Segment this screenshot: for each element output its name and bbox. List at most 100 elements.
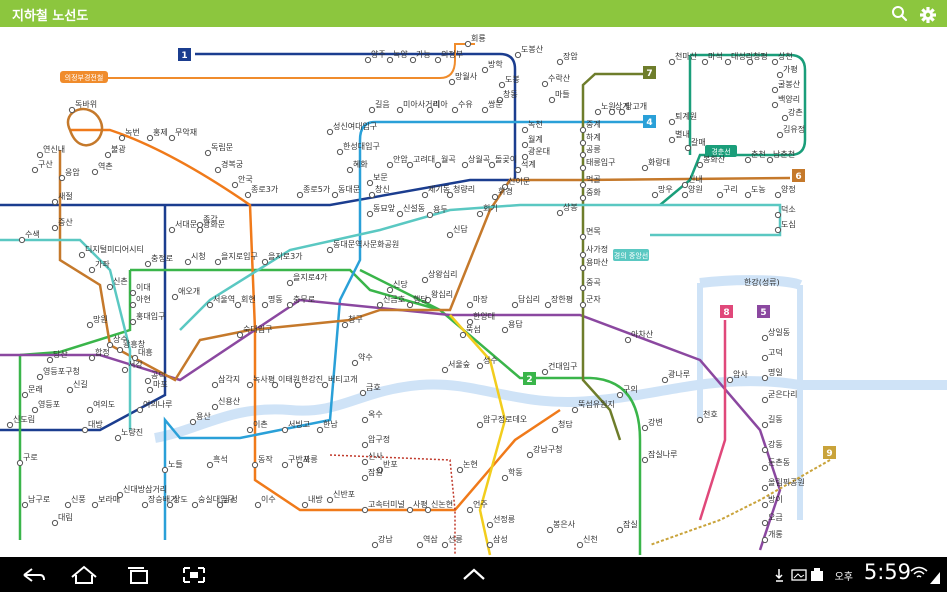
station-dot[interactable]: [36, 151, 44, 159]
station-ssangmun[interactable]: 쌍문: [481, 99, 503, 114]
station-dot[interactable]: [386, 56, 394, 64]
station-dot[interactable]: [776, 131, 784, 139]
station-dot[interactable]: [541, 80, 549, 88]
station-saejeol[interactable]: 새절: [51, 192, 73, 206]
station-changsin[interactable]: 창신: [368, 185, 390, 199]
station-dot[interactable]: [321, 381, 329, 389]
screenshot-button[interactable]: [176, 562, 212, 588]
station-sinimun[interactable]: 신이문: [501, 176, 530, 191]
station-galmae[interactable]: 갈매: [684, 138, 706, 152]
station-korea[interactable]: 고려대: [406, 154, 435, 169]
station-mangwolsa[interactable]: 망월사: [448, 71, 478, 86]
station-anam[interactable]: 안암: [386, 154, 408, 169]
station-yangju[interactable]: 양주: [364, 50, 386, 64]
station-ttukseomyuwonji[interactable]: 뚝섬유원지: [571, 399, 615, 414]
station-sinyongsan[interactable]: 신용산: [211, 396, 241, 411]
station-hwarangdae[interactable]: 화랑대: [641, 157, 670, 172]
station-cheonmasan[interactable]: 천마산: [668, 51, 698, 66]
station-dot[interactable]: [189, 418, 197, 426]
station-gireum[interactable]: 길음: [368, 100, 390, 114]
station-dot[interactable]: [571, 406, 579, 414]
station-mangu[interactable]: 망우: [651, 184, 673, 199]
station-dot[interactable]: [476, 210, 484, 218]
station-ahyeon[interactable]: 아현: [129, 294, 151, 309]
station-gildong[interactable]: 길동: [761, 415, 783, 429]
station-dot[interactable]: [121, 366, 129, 374]
back-button[interactable]: [14, 562, 50, 588]
station-dot[interactable]: [579, 194, 587, 202]
station-samgakji[interactable]: 삼각지: [211, 374, 240, 389]
station-dot[interactable]: [361, 416, 369, 424]
station-dongjak[interactable]: 동작: [251, 454, 273, 469]
station-nowon[interactable]: 노원: [594, 102, 616, 116]
station-heukseok[interactable]: 흑석: [206, 454, 228, 469]
station-dot[interactable]: [236, 331, 244, 339]
station-junggye[interactable]: 중계: [579, 119, 601, 134]
station-dot[interactable]: [761, 334, 769, 342]
station-sindang[interactable]: 신당: [386, 279, 408, 294]
station-dot[interactable]: [141, 501, 149, 509]
station-danggogae[interactable]: 당고개: [618, 101, 647, 116]
station-sindaebang[interactable]: 신대방삼거리: [116, 484, 167, 499]
station-yongdap[interactable]: 용답: [501, 319, 523, 334]
station-dot[interactable]: [486, 521, 494, 529]
station-sinnonhyeon[interactable]: 신논현: [424, 500, 453, 514]
station-dot[interactable]: [481, 66, 489, 74]
station-mullae[interactable]: 문래: [21, 385, 43, 399]
station-dot[interactable]: [421, 276, 429, 284]
station-dot[interactable]: [579, 301, 587, 309]
station-dot[interactable]: [681, 191, 689, 199]
station-dot[interactable]: [336, 148, 344, 156]
station-namseong[interactable]: 남성: [216, 495, 238, 509]
station-jangam[interactable]: 장암: [556, 51, 578, 66]
station-yeonsinnae[interactable]: 연신내: [36, 145, 65, 159]
station-dot[interactable]: [426, 211, 434, 219]
station-dot[interactable]: [774, 226, 782, 234]
station-dot[interactable]: [316, 426, 324, 434]
station-dot[interactable]: [556, 58, 564, 66]
station-sangbong[interactable]: 상봉: [556, 202, 578, 217]
station-dot[interactable]: [64, 501, 72, 509]
station-dot[interactable]: [368, 191, 376, 199]
station-isu[interactable]: 이수: [254, 494, 276, 509]
station-dot[interactable]: [36, 373, 44, 381]
station-gajwa[interactable]: 가좌: [88, 260, 110, 274]
station-dot[interactable]: [521, 141, 529, 149]
station-dot[interactable]: [514, 51, 522, 59]
station-hanyang[interactable]: 한양대: [466, 312, 495, 326]
station-taereung[interactable]: 태릉입구: [579, 158, 615, 172]
station-gangdong[interactable]: 강동: [761, 439, 783, 454]
station-dot[interactable]: [441, 366, 449, 374]
station-sinchon[interactable]: 신촌: [106, 277, 128, 291]
station-yangwon[interactable]: 양원: [681, 185, 703, 199]
station-dot[interactable]: [774, 211, 782, 219]
station-seongsu[interactable]: 성수: [476, 356, 498, 370]
station-godeok[interactable]: 고덕: [761, 347, 783, 362]
station-dot[interactable]: [521, 126, 529, 134]
station-namguro[interactable]: 남구로: [21, 495, 50, 509]
station-dot[interactable]: [761, 464, 769, 472]
station-dot[interactable]: [696, 161, 704, 169]
station-dot[interactable]: [761, 501, 769, 509]
station-dot[interactable]: [366, 210, 374, 218]
station-dot[interactable]: [466, 318, 474, 326]
station-dot[interactable]: [261, 301, 269, 309]
station-dot[interactable]: [244, 191, 252, 199]
station-gubanpo[interactable]: 구반포: [281, 455, 310, 469]
station-dot[interactable]: [68, 106, 76, 114]
station-dot[interactable]: [746, 58, 754, 66]
station-dot[interactable]: [556, 209, 564, 217]
line1-badge[interactable]: 1: [178, 48, 191, 61]
station-naebang[interactable]: 내방: [301, 494, 323, 509]
station-dot[interactable]: [21, 391, 29, 399]
station-dot[interactable]: [579, 251, 587, 259]
station-dongdaemunhistory[interactable]: 동대문역사문화공원: [326, 239, 399, 254]
station-dot[interactable]: [616, 391, 624, 399]
station-chuncheon[interactable]: 춘천: [744, 149, 766, 164]
station-dot[interactable]: [371, 541, 379, 549]
station-dot[interactable]: [361, 506, 369, 514]
station-dot[interactable]: [608, 108, 616, 116]
station-hoegi[interactable]: 회기: [476, 204, 498, 218]
station-chungjeongno[interactable]: 충정로: [144, 253, 173, 268]
line4-badge[interactable]: 4: [643, 115, 656, 128]
